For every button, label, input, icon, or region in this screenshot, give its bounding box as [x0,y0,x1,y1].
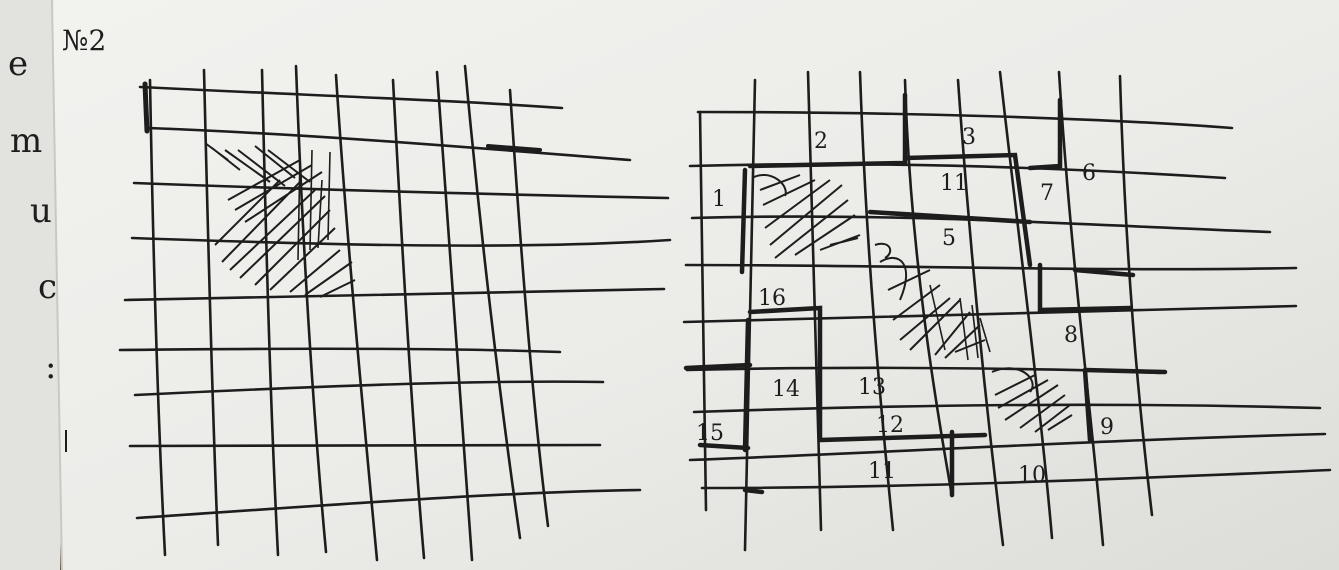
margin-mark: e [8,44,28,84]
region-border [686,365,750,368]
cell-label: 3 [962,125,976,150]
cell-label: 12 [876,413,904,438]
cell-label: 15 [696,421,724,446]
cell-label: 1 [712,187,726,212]
cell-label: 13 [858,375,886,400]
cell-label: 5 [942,226,956,251]
margin-mark: c [38,267,57,307]
region-border [745,320,748,450]
cell-label: 16 [758,286,786,311]
cell-label: 7 [1040,181,1054,206]
cell-label: 10 [1018,463,1046,488]
margin-mark: : [45,347,56,387]
paper-sheet [52,0,1339,570]
margin-mark: m [10,121,42,161]
margin-mark: u [30,191,52,231]
cell-label: 6 [1082,161,1096,186]
cell-label: 8 [1064,323,1078,348]
region-border [1085,370,1165,372]
cell-label: 11 [940,171,968,196]
cell-label: 9 [1100,415,1114,440]
cell-label: 2 [814,129,828,154]
cell-label: 14 [772,377,800,402]
page-heading: №2 [62,24,106,57]
region-border [745,490,762,492]
cell-label: 11 [868,459,896,484]
region-border [742,170,745,272]
corner-mark [145,84,147,131]
